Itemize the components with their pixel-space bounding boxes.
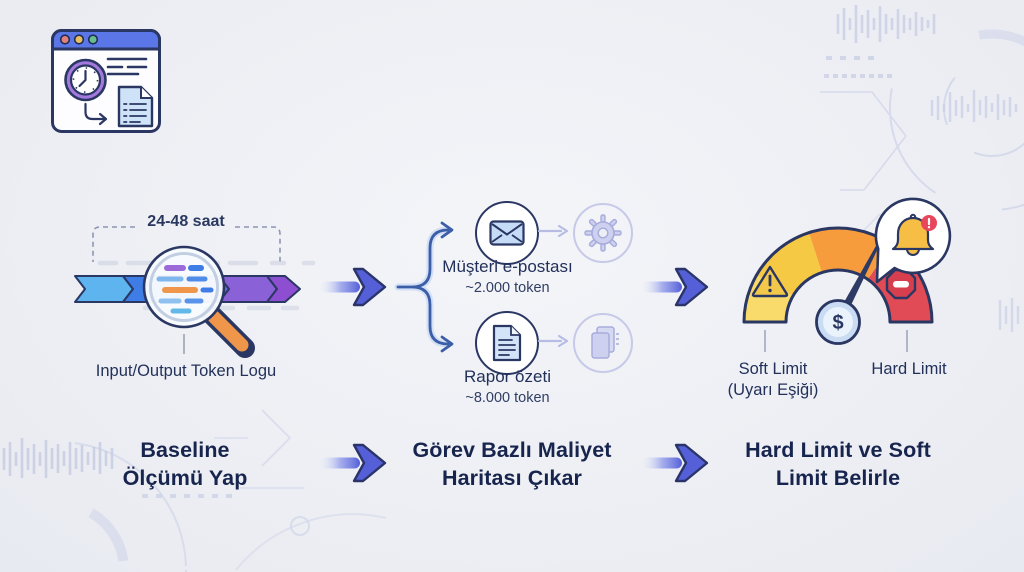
token-timeline-graphic [74, 226, 316, 358]
step3-heading: Hard Limit ve Soft Limit Belirle [718, 436, 958, 492]
clock-to-doc-arrow [84, 102, 108, 126]
gear-icon [584, 214, 622, 252]
ghost-copy-circle [573, 313, 633, 373]
process-arrow-2 [537, 334, 569, 348]
duration-label: 24-48 saat [147, 213, 225, 230]
item-tokens-email: ~2.000 token [465, 280, 550, 296]
browser-window-icon [51, 29, 161, 133]
text-lines [106, 57, 148, 76]
hard-limit-label: Hard Limit [871, 360, 947, 378]
circuit-decoration-top-right [820, 5, 1024, 332]
clock-icon [64, 58, 107, 102]
step2-heading-line2: Haritası Çıkar [441, 466, 583, 490]
cost-gauge: $ [742, 197, 952, 352]
log-document-icon [117, 85, 154, 128]
email-circle [475, 201, 539, 265]
step1-heading-line1: Baseline [140, 438, 230, 462]
ghost-gear-circle [573, 203, 633, 263]
branch-connector [394, 221, 454, 353]
flow-arrow-3 [320, 443, 387, 483]
process-arrow-1 [537, 224, 569, 238]
soft-limit-line2: (Uyarı Eşiği) [727, 381, 819, 399]
step2-heading: Görev Bazlı Maliyet Haritası Çıkar [392, 436, 632, 492]
alert-bell-bubble [874, 197, 952, 284]
flow-arrow-2 [642, 267, 709, 307]
step2-heading-line1: Görev Bazlı Maliyet [412, 438, 612, 462]
copy-icon [591, 326, 619, 359]
alert-bell-icon [891, 213, 937, 256]
document-icon [492, 324, 522, 362]
item-tokens-report: ~8.000 token [465, 390, 550, 406]
step1-heading-line2: Ölçümü Yap [122, 466, 248, 490]
magnifier-icon [142, 245, 255, 358]
circuit-decoration-bottom-left [0, 409, 387, 572]
item-label-report: Rapor özeti [464, 367, 551, 386]
soft-limit-label: Soft Limit (Uyarı Eşiği) [698, 359, 848, 401]
step3-heading-line1: Hard Limit ve Soft [745, 438, 931, 462]
dollar-sign: $ [832, 312, 843, 334]
step3-heading-line2: Limit Belirle [775, 466, 901, 490]
code-lines [156, 265, 214, 314]
warning-triangle-icon [751, 265, 789, 298]
step1-heading: Baseline Ölçümü Yap [85, 436, 285, 492]
item-label-email: Müşteri e-postası [442, 257, 573, 276]
traffic-light-dots [59, 34, 99, 45]
duration-bracket [92, 226, 281, 262]
flow-arrow-4 [642, 443, 709, 483]
flow-arrow-1 [320, 267, 387, 307]
email-icon [489, 220, 525, 246]
cost-hub: $ [815, 299, 861, 345]
token-log-caption: Input/Output Token Logu [95, 362, 277, 380]
soft-limit-line1: Soft Limit [738, 360, 808, 378]
report-circle [475, 311, 539, 375]
no-entry-icon [885, 268, 917, 300]
